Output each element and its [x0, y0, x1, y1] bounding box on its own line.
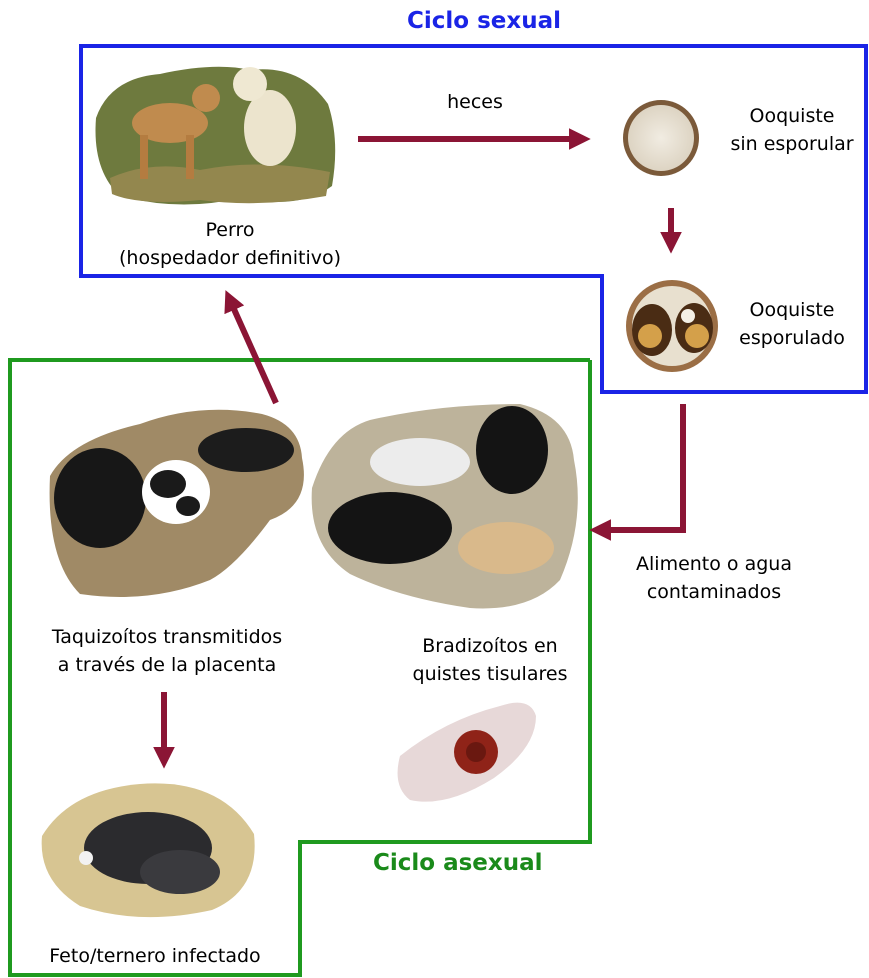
sexual-cycle-title: Ciclo sexual: [407, 8, 561, 34]
infected-calf-image: [42, 783, 255, 917]
tissue-cyst-image: [398, 703, 536, 802]
tachyzoites-label: Taquizoítos transmitidos a través de la …: [22, 623, 312, 679]
dogs-image: [96, 67, 336, 205]
dog-label: Perro (hospedador definitivo): [80, 216, 380, 272]
unsporulated-oocyst-icon: [623, 100, 699, 176]
infected-calf-label: Feto/ternero infectado: [10, 942, 300, 970]
asexual-cycle-title: Ciclo asexual: [373, 850, 543, 876]
bradyzoites-label: Bradizoítos en quistes tisulares: [382, 632, 598, 688]
sporulated-oocyst-label: Ooquiste esporulado: [712, 296, 869, 352]
sporulated-oocyst-icon: [626, 280, 718, 372]
ingestion-arrow: [598, 404, 683, 530]
unsporulated-oocyst-label: Ooquiste sin esporular: [712, 102, 869, 158]
cattle-herd-image: [50, 410, 304, 597]
contaminated-food-label: Alimento o agua contaminados: [604, 550, 824, 606]
feces-label: heces: [425, 88, 525, 116]
to-dog-arrow: [229, 298, 276, 403]
intermediate-hosts-image: [312, 404, 578, 608]
